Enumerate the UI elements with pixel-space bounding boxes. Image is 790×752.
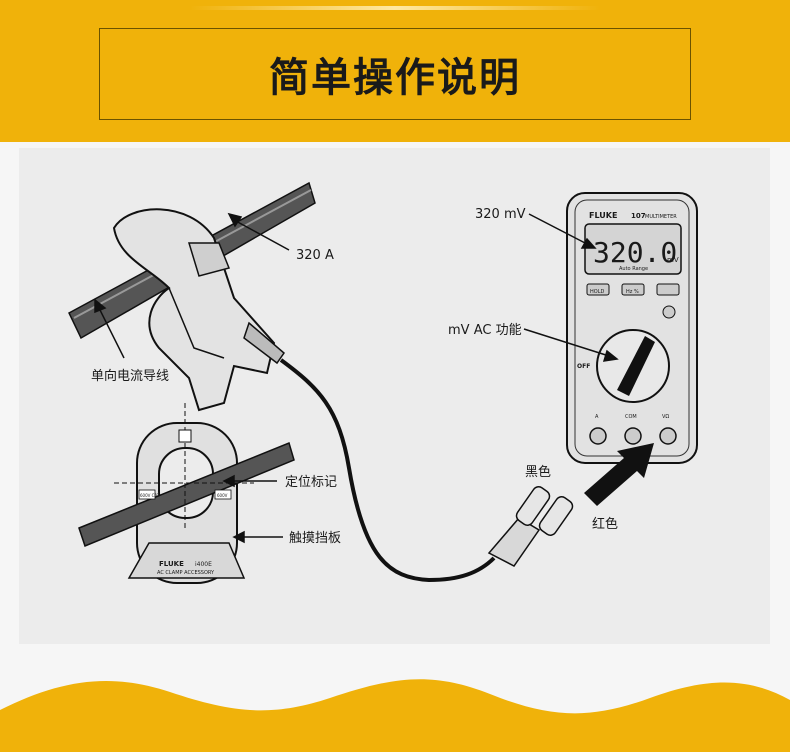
multimeter-illustration: FLUKE 107 MULTIMETER 320.0 mV Auto Range…	[566, 192, 698, 464]
black-lead-label: 黑色	[525, 464, 551, 480]
meter-display-unit: mV	[667, 256, 679, 264]
meter-display-caption: Auto Range	[619, 266, 648, 272]
clamp-model: i400E	[195, 561, 212, 568]
wire-label: 单向电流导线	[91, 368, 169, 384]
meter-terminal-a: A	[595, 414, 599, 420]
red-lead-label: 红色	[592, 516, 618, 532]
clamp-rating-left: 600V CAT	[140, 493, 160, 498]
function-label: mV AC 功能	[448, 323, 522, 338]
meter-hz-button: Hz %	[626, 289, 639, 295]
clamp-brand: FLUKE	[159, 560, 184, 568]
clamp-subtitle: AC CLAMP ACCESSORY	[157, 570, 215, 576]
instruction-diagram: FLUKE i400E AC CLAMP ACCESSORY 600V CAT …	[19, 148, 770, 644]
title-frame: 简单操作说明	[99, 28, 691, 120]
insert-arrow	[584, 443, 654, 506]
meter-dial-off: OFF	[577, 363, 590, 370]
page-title: 简单操作说明	[269, 55, 521, 101]
meter-terminal-com: COM	[625, 414, 637, 420]
position-mark-label: 定位标记	[285, 475, 337, 490]
meter-hold-button: HOLD	[590, 289, 604, 295]
banana-plug	[487, 486, 574, 567]
callout-lines	[94, 212, 619, 544]
bottom-wave-decoration	[0, 660, 790, 752]
test-lead-cable	[279, 358, 496, 583]
meter-display-value: 320.0	[593, 236, 677, 269]
meter-model: 107	[631, 212, 646, 220]
meter-terminal-v: VΩ	[662, 414, 669, 420]
current-clamp-illustration	[112, 208, 286, 412]
clamp-front-view: FLUKE i400E AC CLAMP ACCESSORY 600V CAT …	[78, 403, 295, 584]
meter-reading-label: 320 mV	[475, 207, 526, 222]
clamp-reading-label: 320 A	[296, 248, 334, 263]
top-highlight	[190, 6, 600, 10]
touch-guard-label: 触摸挡板	[289, 531, 341, 546]
meter-model-sub: MULTIMETER	[645, 214, 677, 220]
meter-brand: FLUKE	[589, 211, 617, 220]
clamp-rating-right: 600V	[217, 493, 228, 498]
